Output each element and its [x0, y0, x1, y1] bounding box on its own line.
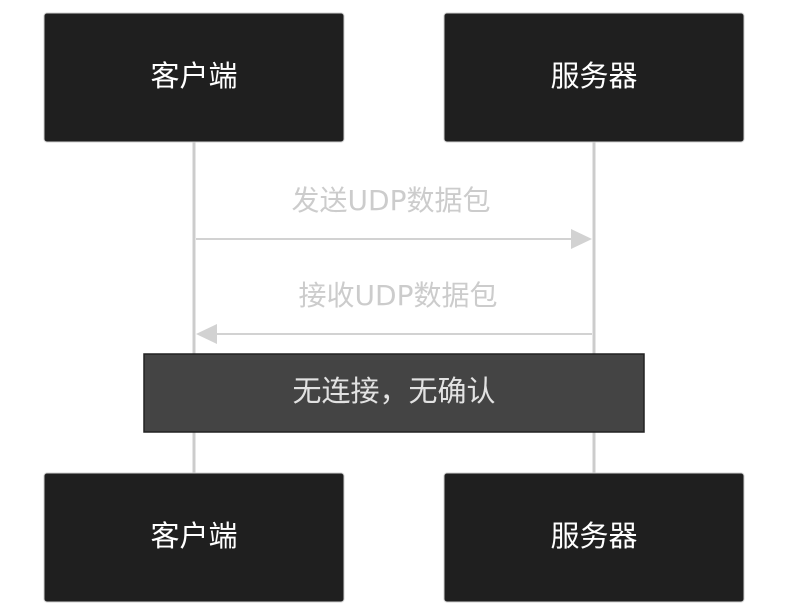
message-label: 发送UDP数据包	[292, 184, 491, 217]
participant-label: 服务器	[550, 519, 637, 553]
participant-label: 客户端	[150, 59, 237, 93]
participant-server-top: 服务器	[443, 12, 745, 143]
arrowhead-right-icon	[571, 229, 592, 249]
participant-client-top: 客户端	[43, 12, 345, 143]
note-box	[143, 353, 645, 433]
participant-client-bottom: 客户端	[43, 472, 345, 603]
participant-box	[43, 12, 345, 143]
message-send: 发送UDP数据包	[196, 184, 592, 249]
participant-label: 客户端	[150, 519, 237, 553]
note-label: 无连接，无确认	[292, 374, 495, 408]
message-label: 接收UDP数据包	[299, 279, 498, 312]
participant-box	[443, 472, 745, 603]
message-receive: 接收UDP数据包	[196, 279, 592, 344]
arrowhead-left-icon	[196, 324, 217, 344]
participant-box	[43, 472, 345, 603]
participant-server-bottom: 服务器	[443, 472, 745, 603]
note: 无连接，无确认	[143, 353, 645, 433]
participant-label: 服务器	[550, 59, 637, 93]
participant-box	[443, 12, 745, 143]
